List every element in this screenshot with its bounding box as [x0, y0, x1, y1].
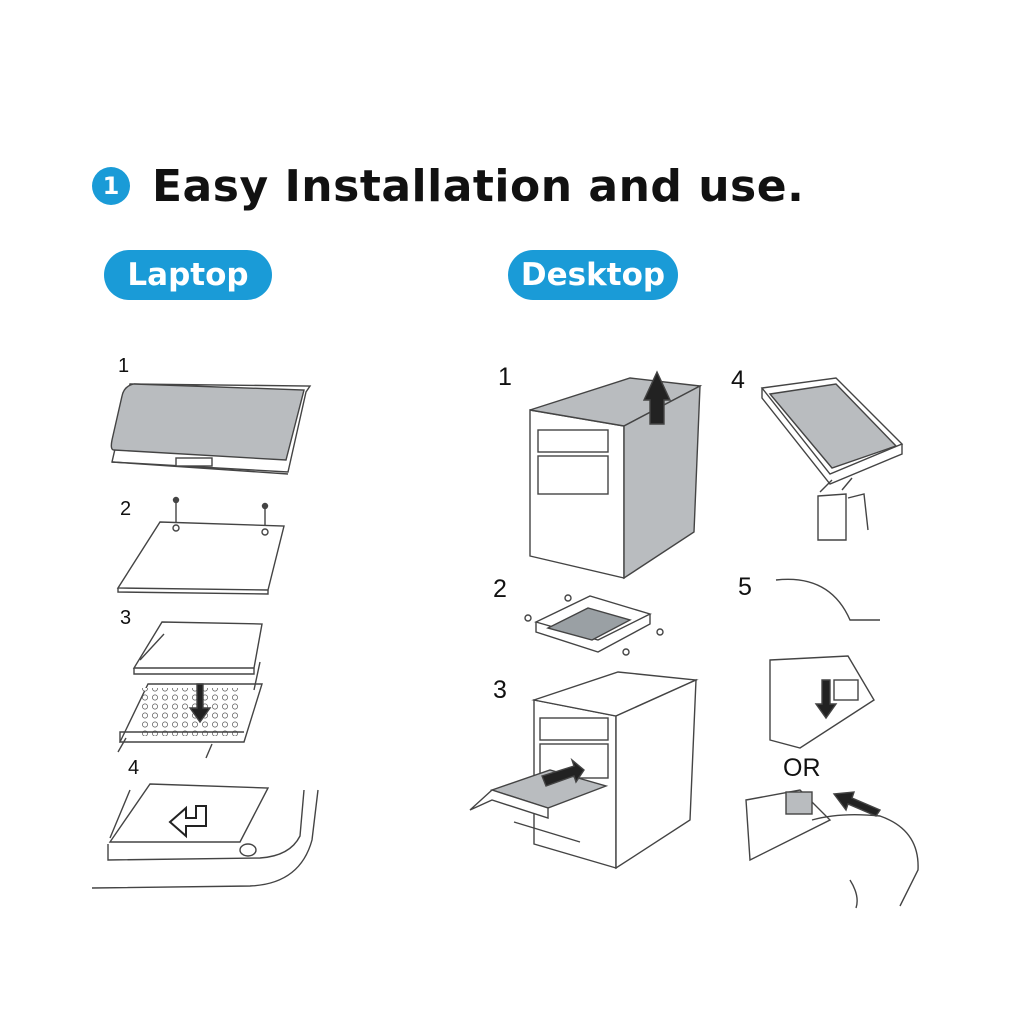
desktop-connector-drawing — [745, 578, 919, 909]
desktop-tower-drawing — [529, 370, 703, 580]
arrow-down-icon — [188, 683, 212, 724]
arrow-icon — [841, 477, 853, 491]
laptop-step-3-number: 3 — [120, 607, 132, 629]
arrow-icon — [819, 479, 833, 493]
desktop-sata-drive-drawing — [760, 377, 904, 541]
laptop-slot-drawing — [91, 783, 319, 889]
desktop-label: Desktop — [508, 250, 678, 300]
desktop-step-5-number: 5 — [738, 573, 752, 601]
step-number-badge: 1 — [92, 167, 130, 205]
desktop-step-2-number: 2 — [493, 575, 507, 603]
or-label: OR — [783, 754, 821, 782]
laptop-closed-drawing — [110, 383, 312, 475]
desktop-step-4-number: 4 — [731, 366, 745, 394]
insert-arrow-icon — [168, 805, 207, 839]
arrow-left-icon — [832, 791, 882, 817]
desktop-bracket-drawing — [524, 594, 664, 656]
arrow-up-icon — [642, 370, 672, 425]
desktop-step-1-number: 1 — [498, 363, 512, 391]
section-heading: 1 Easy Installation and use. — [92, 158, 804, 214]
arrow-right-icon — [541, 757, 585, 787]
arrow-down-icon — [814, 679, 838, 720]
desktop-step-3-number: 3 — [493, 676, 507, 704]
laptop-cover-drawing — [116, 496, 285, 595]
laptop-label: Laptop — [104, 250, 272, 300]
laptop-step-4-number: 4 — [128, 757, 140, 779]
page-title: Easy Installation and use. — [152, 160, 805, 212]
laptop-step-1-number: 1 — [118, 355, 130, 377]
laptop-caddy-drawing — [117, 621, 263, 759]
desktop-open-tower-drawing — [469, 671, 699, 870]
laptop-step-2-number: 2 — [120, 498, 132, 520]
